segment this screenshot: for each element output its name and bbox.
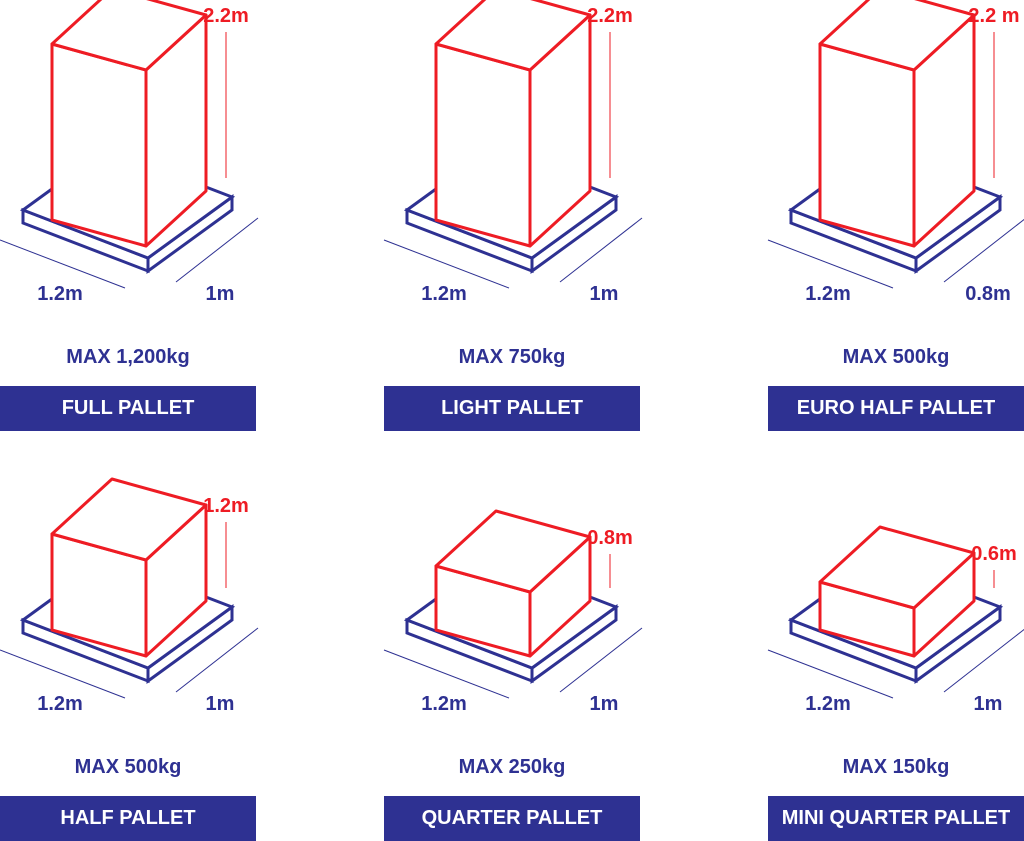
pallet-illustration: 2.2 m 1.2m 0.8m [767,0,1024,305]
max-weight: MAX 500kg [74,756,182,778]
length-dimension-line [383,239,510,289]
max-weight: MAX 250kg [458,756,566,778]
height-label: 0.8m [587,527,633,549]
width-label: 1m [590,693,619,715]
pallet-type-label: MINI QUARTER PALLET [768,796,1024,841]
load-box-top [434,0,592,72]
max-weight: MAX 750kg [458,346,566,368]
load-box-top [818,0,976,72]
width-dimension-line [175,627,259,693]
length-label: 1.2m [421,693,467,715]
pallet-card: 2.2m 1.2m 1m MAX 1,200kg FULL PALLET [0,0,259,431]
height-label: 2.2m [203,5,249,27]
pallet-illustration: 2.2m 1.2m 1m [383,0,643,305]
width-label: 1m [974,693,1003,715]
length-dimension-line [383,649,510,699]
length-dimension-line [767,239,894,289]
width-dimension-line [559,217,643,283]
max-weight: MAX 150kg [842,756,950,778]
pallet-illustration: 1.2m 1.2m 1m [0,477,259,715]
width-label: 1m [206,283,235,305]
pallet-card: 0.6m 1.2m 1m MAX 150kg MINI QUARTER PALLET [767,410,1024,841]
width-dimension-line [559,627,643,693]
load-box-top [434,509,592,594]
max-weight: MAX 500kg [842,346,950,368]
width-dimension-line [943,218,1024,283]
pallet-card: 1.2m 1.2m 1m MAX 500kg HALF PALLET [0,410,259,841]
pallet-type-label: QUARTER PALLET [384,796,640,841]
length-dimension-line [0,649,126,699]
max-weight: MAX 1,200kg [66,346,190,368]
pallet-type-label: LIGHT PALLET [384,386,640,431]
pallet-illustration: 2.2m 1.2m 1m [0,0,259,305]
pallet-card: 0.8m 1.2m 1m MAX 250kg QUARTER PALLET [383,410,643,841]
height-label: 2.2m [587,5,633,27]
width-label: 0.8m [965,283,1011,305]
length-label: 1.2m [37,283,83,305]
pallet-type-label: FULL PALLET [0,386,256,431]
pallet-type-label: EURO HALF PALLET [768,386,1024,431]
height-label: 1.2m [203,495,249,517]
length-label: 1.2m [805,693,851,715]
height-label: 0.6m [971,543,1017,565]
pallet-illustration: 0.8m 1.2m 1m [383,509,643,715]
load-box-top [50,0,208,72]
length-dimension-line [767,649,894,699]
load-box-front [818,42,916,248]
pallet-card: 2.2 m 1.2m 0.8m MAX 500kg EURO HALF PALLET [767,0,1024,431]
load-box-front [434,42,532,248]
load-box-top [50,477,208,562]
pallet-card: 2.2m 1.2m 1m MAX 750kg LIGHT PALLET [383,0,643,431]
length-label: 1.2m [421,283,467,305]
width-dimension-line [943,628,1024,693]
pallet-type-label: HALF PALLET [0,796,256,841]
load-box-front [50,42,148,248]
length-dimension-line [0,239,126,289]
height-label: 2.2 m [968,5,1019,27]
length-label: 1.2m [805,283,851,305]
width-dimension-line [175,217,259,283]
load-box-top [818,525,976,610]
pallet-illustration: 0.6m 1.2m 1m [767,525,1024,715]
width-label: 1m [590,283,619,305]
width-label: 1m [206,693,235,715]
length-label: 1.2m [37,693,83,715]
